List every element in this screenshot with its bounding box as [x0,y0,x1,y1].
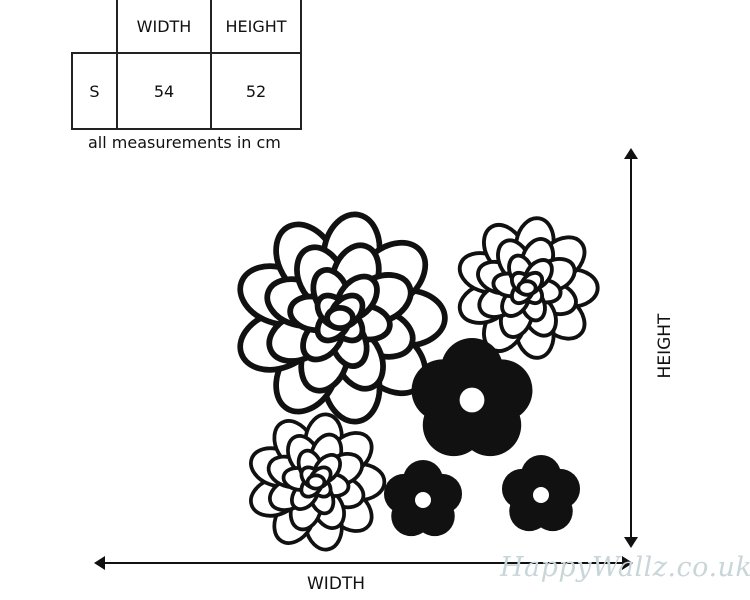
large-solid-flower [411,338,533,457]
height-arrow [624,148,638,548]
top-right-outlined-flower [457,216,600,360]
measurement-caption: all measurements in cm [88,133,281,152]
height-label: HEIGHT [655,313,675,379]
height-value: 52 [210,52,302,130]
watermark: HappyWallz.co.uk [500,552,750,583]
width-label: WIDTH [307,574,366,594]
small-solid-flower-right [501,455,581,532]
large-outlined-flower [237,211,448,425]
bottom-left-outlined-flower [249,412,387,552]
width-arrow [94,556,633,570]
small-solid-flower [383,460,463,537]
